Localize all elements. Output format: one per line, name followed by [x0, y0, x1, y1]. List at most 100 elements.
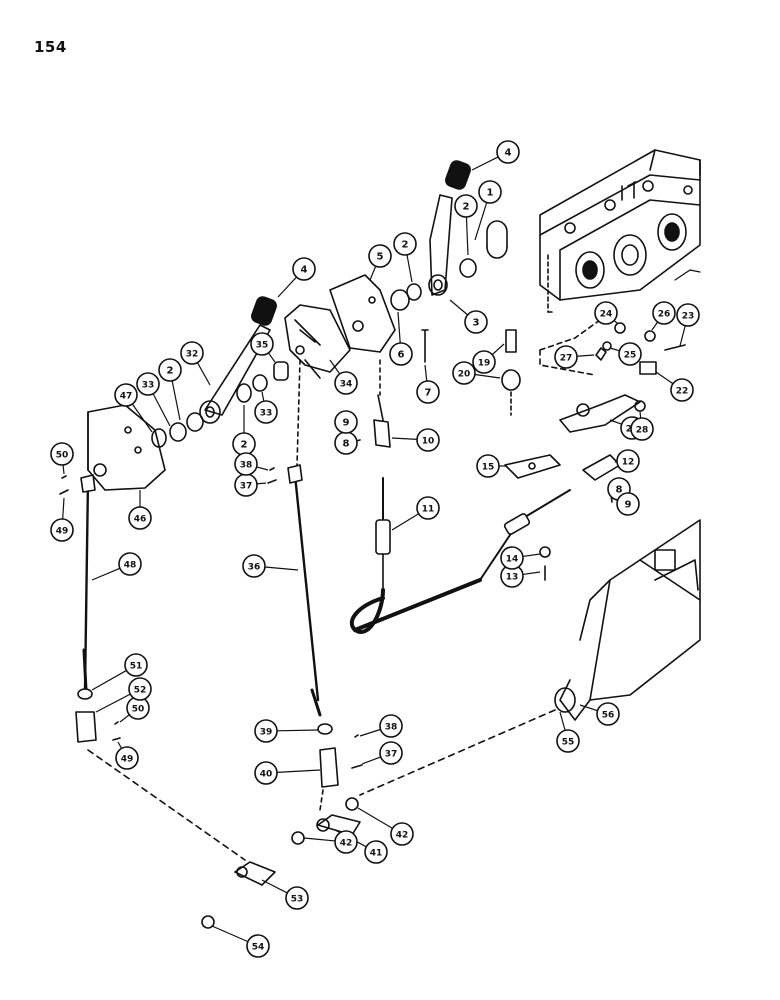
bushing-6	[390, 289, 410, 311]
callout-circle	[334, 410, 358, 434]
callout-leader	[609, 419, 622, 425]
callout-leader	[474, 202, 488, 241]
callout-circle	[393, 232, 417, 256]
callout-number: 38	[385, 723, 398, 733]
pin-38a	[269, 467, 275, 471]
callout-circle	[128, 506, 152, 530]
washer-26	[644, 330, 656, 342]
callout-number: 56	[602, 711, 615, 721]
callout-number: 33	[260, 409, 273, 419]
pin-37b	[351, 764, 363, 769]
callout-10: 10	[391, 428, 440, 452]
callout-12: 12	[614, 449, 640, 473]
callout-number: 14	[506, 555, 519, 565]
callout-leader	[491, 343, 505, 356]
callout-number: 2	[241, 440, 248, 451]
callout-circle	[124, 653, 148, 677]
callout-leader	[369, 265, 377, 281]
callout-circle	[416, 496, 440, 520]
callout-number: 12	[622, 458, 635, 468]
callout-number: 49	[56, 527, 69, 537]
lever-3	[428, 160, 471, 296]
callout-circle	[496, 140, 520, 164]
callout-37: 37	[361, 741, 403, 765]
callout-circle	[478, 180, 502, 204]
callout-leader	[465, 216, 469, 256]
callout-leader	[264, 566, 299, 571]
callout-circle	[616, 449, 640, 473]
pin-50a	[61, 475, 67, 479]
callout-2: 2	[158, 358, 182, 421]
callout-7: 7	[416, 364, 440, 404]
callout-38: 38	[359, 714, 403, 738]
callout-number: 54	[252, 943, 265, 953]
screw-19	[505, 329, 517, 353]
callout-circle	[454, 194, 478, 218]
callout-number: 55	[562, 738, 575, 748]
callout-circle	[630, 417, 654, 441]
callout-19: 19	[472, 343, 505, 374]
callout-54: 54	[211, 925, 270, 958]
pin-49a	[59, 489, 69, 495]
nut-39	[317, 723, 333, 735]
callout-circle	[254, 719, 278, 743]
washer-54	[201, 915, 215, 929]
callout-circle	[250, 332, 274, 356]
callout-9: 9	[616, 492, 640, 516]
callout-leader	[303, 837, 336, 842]
callout-leader	[609, 347, 620, 352]
callout-circle	[128, 677, 152, 701]
callout-circle	[554, 345, 578, 369]
callout-42: 42	[357, 807, 414, 846]
dashed-leader-group	[539, 319, 601, 376]
callout-leader	[276, 729, 319, 732]
callout-number: 42	[396, 831, 409, 841]
callout-53: 53	[261, 879, 309, 910]
callout-20: 20	[452, 361, 501, 385]
callout-circle	[472, 350, 496, 374]
callout-25: 25	[609, 342, 642, 366]
callout-35: 35	[250, 332, 276, 363]
callout-circle	[594, 301, 618, 325]
yoke-52	[75, 711, 97, 743]
callout-leader	[655, 371, 674, 385]
callout-number: 52	[134, 686, 147, 696]
callout-46: 46	[128, 490, 152, 530]
callout-number: 27	[560, 354, 573, 364]
plate-15	[504, 454, 561, 479]
callout-circle	[334, 830, 358, 854]
callout-52: 52	[95, 677, 152, 713]
callout-circle	[618, 342, 642, 366]
callout-2: 2	[393, 232, 417, 283]
callout-leader	[424, 364, 428, 382]
callout-leader	[406, 254, 413, 283]
callout-circle	[136, 372, 160, 396]
callout-33: 33	[136, 372, 171, 427]
callout-number: 3	[473, 318, 480, 329]
callout-56: 56	[579, 702, 620, 726]
callout-number: 4	[301, 265, 308, 276]
nut-51	[77, 688, 93, 700]
callout-14: 14	[500, 546, 541, 570]
callout-circle	[292, 257, 316, 281]
callout-circle	[616, 492, 640, 516]
callout-27: 27	[554, 345, 595, 369]
callout-number: 37	[240, 482, 253, 492]
callout-50: 50	[119, 696, 150, 723]
pin-37a	[267, 479, 277, 484]
callout-leader	[117, 741, 123, 749]
callout-leader	[261, 879, 288, 894]
callout-circle	[254, 761, 278, 785]
callout-leader	[613, 319, 619, 325]
callout-leader	[62, 464, 65, 475]
callout-leader	[474, 373, 501, 379]
block-22	[639, 361, 657, 375]
callout-circle	[115, 746, 139, 770]
callout-41: 41	[334, 829, 388, 864]
callout-number: 48	[124, 561, 137, 571]
callout-circle	[476, 454, 500, 478]
callout-circle	[50, 442, 74, 466]
callout-leader	[579, 704, 598, 712]
callout-leader	[276, 769, 321, 773]
callout-circle	[254, 400, 278, 424]
